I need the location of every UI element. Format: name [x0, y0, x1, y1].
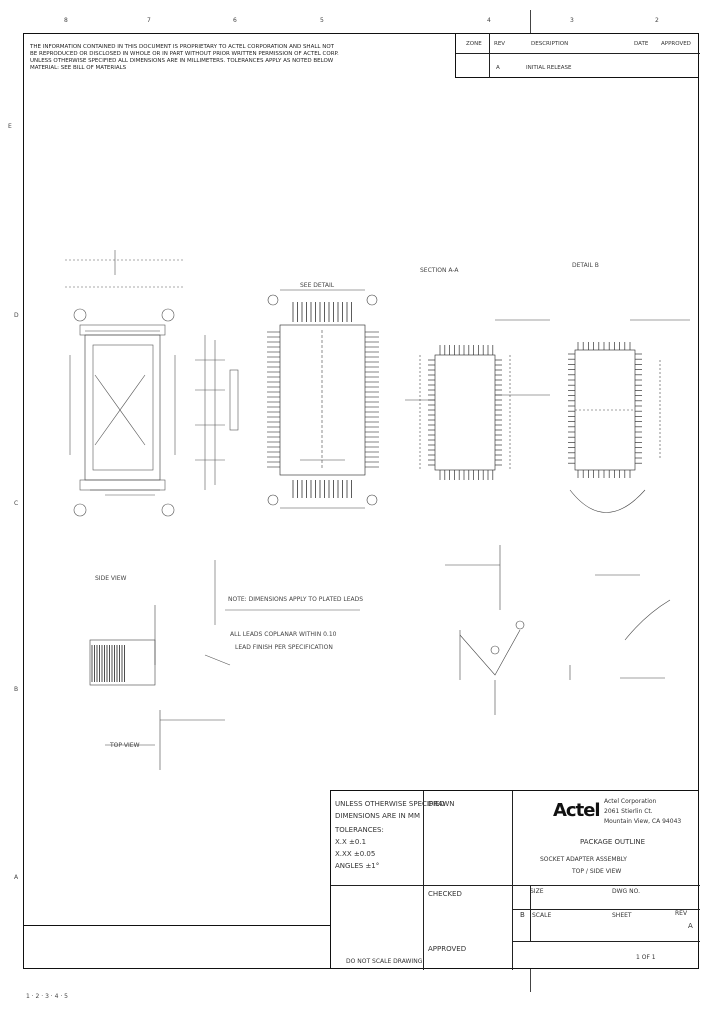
side-zone-marker: A — [14, 874, 19, 881]
note-line: UNLESS OTHERWISE SPECIFIED ALL DIMENSION… — [30, 58, 334, 64]
rev-header-date: DATE — [634, 41, 649, 47]
tb-left-cell: X.X ±0.1 — [335, 838, 367, 846]
lead-profile-drawing — [569, 574, 671, 680]
section-view-drawing — [405, 319, 550, 480]
size-value: B — [520, 911, 525, 919]
note-line: BE REPRODUCED OR DISCLOSED IN WHOLE OR I… — [30, 51, 339, 57]
drawing-subtitle: TOP / SIDE VIEW — [572, 868, 622, 875]
note-line: THE INFORMATION CONTAINED IN THIS DOCUME… — [30, 44, 335, 50]
rev-value: A — [688, 922, 693, 930]
tb-left-cell: ANGLES ±1° — [335, 862, 380, 870]
top-view-label: SEE DETAIL — [300, 282, 335, 289]
company-address: 2061 Stierlin Ct. — [604, 808, 653, 815]
rev-label: REV — [675, 910, 688, 917]
bottom-zone-text: 1 · 2 · 3 · 4 · 5 — [26, 993, 68, 1000]
tb-divider — [512, 909, 700, 910]
approved-label: APPROVED — [428, 945, 467, 953]
drawing-subtitle: SOCKET ADAPTER ASSEMBLY — [540, 856, 627, 863]
company-address: Mountain View, CA 94043 — [604, 818, 682, 825]
lower-strip-line — [23, 925, 330, 926]
tb-divider — [423, 791, 424, 970]
company-logo: Actel — [553, 800, 601, 821]
view-a-label: SIDE VIEW — [95, 575, 127, 582]
rev-row-description: INITIAL RELEASE — [526, 65, 572, 71]
top-zone-marker: 6 — [233, 17, 237, 24]
top-zone-marker: 7 — [147, 17, 151, 24]
mid-note: ALL LEADS COPLANAR WITHIN 0.10 — [230, 631, 337, 638]
tb-left-cell: TOLERANCES: — [335, 826, 384, 834]
rev-header-approved: APPROVED — [661, 41, 691, 47]
drawn-label: DRAWN — [428, 800, 455, 808]
general-notes: THE INFORMATION CONTAINED IN THIS DOCUME… — [30, 44, 450, 72]
top-zone-marker: 8 — [64, 17, 68, 24]
tb-divider — [512, 885, 700, 886]
top-zone-divider — [530, 10, 531, 33]
mid-note: NOTE: DIMENSIONS APPLY TO PLATED LEADS — [228, 596, 364, 603]
view-d-label: DETAIL B — [572, 262, 599, 269]
detail-view-drawing — [568, 319, 690, 513]
side-zone-marker: D — [14, 312, 19, 319]
top-zone-marker: 5 — [320, 17, 324, 24]
dimension-stack-drawing — [195, 335, 239, 490]
drawing-border — [23, 33, 699, 969]
cross-section-drawing — [445, 545, 525, 715]
side-view-drawing — [65, 250, 185, 517]
top-view-drawing — [267, 289, 379, 509]
rev-row-rev: A — [496, 65, 500, 71]
checked-label: CHECKED — [428, 890, 462, 898]
mid-note: LEAD FINISH PER SPECIFICATION — [235, 644, 333, 651]
note-line: MATERIAL: SEE BILL OF MATERIALS — [30, 65, 127, 71]
top-zone-marker: 4 — [487, 17, 491, 24]
tb-divider — [512, 941, 700, 942]
rev-header-description: DESCRIPTION — [531, 41, 569, 47]
top-zone-marker: 2 — [655, 17, 659, 24]
sheet-label: SHEET — [612, 912, 632, 919]
bottom-zone-divider — [530, 969, 531, 992]
rev-divider — [489, 33, 490, 78]
title-block — [330, 790, 700, 970]
sheet-value: 1 OF 1 — [636, 954, 656, 961]
dwg-no-label: DWG NO. — [612, 888, 640, 895]
view-c-label: SECTION A-A — [420, 267, 459, 274]
tb-divider — [530, 885, 531, 941]
tb-left-cell: DIMENSIONS ARE IN MM — [335, 812, 420, 820]
scale-label: SCALE — [532, 912, 552, 919]
tb-left-cell: X.XX ±0.05 — [335, 850, 376, 858]
size-label: SIZE — [530, 888, 544, 895]
tb-divider — [512, 791, 513, 970]
side-zone-marker: C — [14, 500, 19, 507]
view-b-label: TOP VIEW — [110, 742, 140, 749]
top-zone-marker: 3 — [570, 17, 574, 24]
rev-header-zone: ZONE — [466, 41, 482, 47]
company-address: Actel Corporation — [604, 798, 657, 805]
tb-left-cell: UNLESS OTHERWISE SPECIFIED — [335, 800, 445, 808]
rev-divider — [456, 53, 700, 54]
do-not-scale-note: DO NOT SCALE DRAWING — [346, 958, 423, 965]
tb-divider — [331, 885, 512, 886]
leader-lines — [204, 560, 360, 666]
drawing-title: PACKAGE OUTLINE — [580, 838, 646, 846]
connector-detail-drawing — [89, 605, 225, 770]
revision-block: ZONE REV DESCRIPTION DATE APPROVED A INI… — [455, 33, 700, 78]
side-zone-marker: E — [8, 123, 12, 130]
side-zone-marker: B — [14, 686, 19, 693]
rev-header-rev: REV — [494, 41, 506, 47]
